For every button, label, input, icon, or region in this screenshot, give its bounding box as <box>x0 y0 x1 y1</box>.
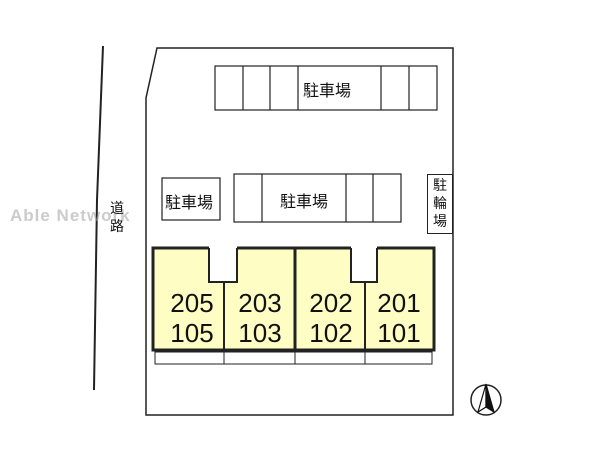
property-boundary <box>145 47 454 416</box>
top-parking-stalls <box>214 65 438 111</box>
unit-label: 201 101 <box>366 288 432 348</box>
bicycle-parking-char: 輪 <box>433 196 447 212</box>
unit-lower-number: 103 <box>238 318 282 348</box>
unit-lower-number: 102 <box>309 318 353 348</box>
road-label: 道 路 <box>109 200 125 236</box>
watermark: Able Network <box>10 206 131 225</box>
road-label-char: 路 <box>110 219 124 235</box>
unit-upper-number: 205 <box>170 288 214 318</box>
top-parking-label: 駐車場 <box>303 81 352 100</box>
unit-lower-number: 101 <box>377 318 421 348</box>
bicycle-parking-char: 駐 <box>433 178 447 194</box>
middle-parking-stalls <box>233 173 402 223</box>
apartment-building <box>151 246 436 365</box>
road-edge-line <box>93 45 104 391</box>
bicycle-parking: 駐 輪 場 <box>427 174 453 234</box>
left-parking-label: 駐車場 <box>165 193 214 212</box>
unit-lower-number: 105 <box>170 318 214 348</box>
road-label-char: 道 <box>110 201 124 217</box>
north-arrow-icon <box>470 383 502 416</box>
unit-label: 203 103 <box>226 288 294 348</box>
unit-upper-number: 201 <box>377 288 421 318</box>
bicycle-parking-char: 場 <box>433 214 447 230</box>
unit-label: 205 105 <box>159 288 225 348</box>
middle-parking-label: 駐車場 <box>280 192 329 211</box>
unit-upper-number: 202 <box>309 288 353 318</box>
unit-label: 202 102 <box>297 288 365 348</box>
unit-upper-number: 203 <box>238 288 282 318</box>
left-parking-area <box>161 177 221 221</box>
